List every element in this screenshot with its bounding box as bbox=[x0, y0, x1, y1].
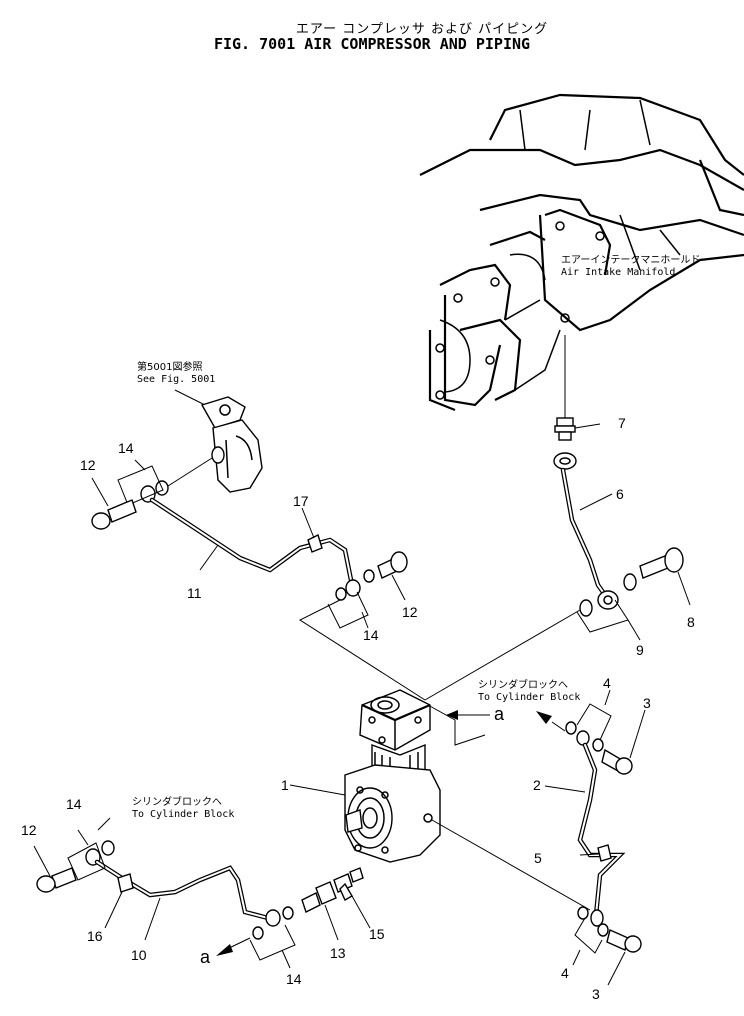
pipe-6 bbox=[553, 452, 619, 610]
cylinder-block-note-left-en: To Cylinder Block bbox=[132, 809, 235, 820]
callout-16: 16 bbox=[87, 928, 103, 944]
callout-14-lower-left: 14 bbox=[66, 796, 82, 812]
cylinder-block-note-right-jp: シリンダブロックへ bbox=[478, 680, 568, 691]
gasket-set-4-lower bbox=[572, 906, 642, 986]
callout-5: 5 bbox=[534, 850, 542, 866]
title-japanese: エアー コンプレッサ および パイピング bbox=[295, 22, 549, 37]
callout-15: 15 bbox=[369, 926, 385, 942]
callout-7: 7 bbox=[618, 415, 626, 431]
banjo-bolt-8 bbox=[623, 547, 691, 606]
air-compressor bbox=[289, 689, 441, 863]
callout-4-lower: 4 bbox=[561, 965, 569, 981]
gasket-set-14-upper bbox=[117, 459, 164, 506]
callout-12-middle: 12 bbox=[402, 604, 418, 620]
callout-13: 13 bbox=[330, 945, 346, 961]
callout-8: 8 bbox=[687, 614, 695, 630]
cylinder-block-note-right: シリンダブロックへ To Cylinder Block bbox=[478, 680, 580, 704]
cylinder-block-note-right-en: To Cylinder Block bbox=[478, 692, 581, 703]
gasket-set-14-lower-middle bbox=[249, 906, 296, 969]
manifold-note: エアーインテークマニホールド Air Intake Manifold bbox=[561, 255, 700, 279]
callout-4-upper: 4 bbox=[603, 675, 611, 691]
gasket-set-9 bbox=[576, 599, 641, 641]
callout-14-upper: 14 bbox=[118, 440, 134, 456]
callout-9: 9 bbox=[636, 642, 644, 658]
manifold-note-jp: エアーインテークマニホールド bbox=[561, 255, 701, 266]
cylinder-block-note-left-jp: シリンダブロックへ bbox=[132, 797, 222, 808]
pipe-11 bbox=[140, 485, 361, 597]
see-fig-note-en: See Fig. 5001 bbox=[137, 374, 216, 385]
figure-title: FIG. 7001 AIR COMPRESSOR AND PIPING bbox=[213, 35, 531, 53]
callout-17: 17 bbox=[293, 493, 309, 509]
callout-3-lower: 3 bbox=[592, 986, 600, 1002]
reference-arrows bbox=[97, 710, 566, 956]
ref-letter-a-right: a bbox=[494, 704, 505, 724]
see-fig-note-jp: 第5001図参照 bbox=[137, 362, 203, 373]
adapter-elbow bbox=[155, 389, 263, 496]
callout-3-upper: 3 bbox=[643, 695, 651, 711]
callout-2: 2 bbox=[533, 777, 541, 793]
see-fig-note: 第5001図参照 See Fig. 5001 bbox=[137, 362, 215, 386]
air-intake-manifold bbox=[419, 93, 744, 412]
callout-11: 11 bbox=[187, 585, 202, 601]
gasket-set-14-middle bbox=[327, 551, 408, 629]
connector-fitting-7 bbox=[554, 417, 601, 441]
pipe-10 bbox=[85, 848, 281, 941]
callout-6: 6 bbox=[616, 486, 624, 502]
manifold-note-en: Air Intake Manifold bbox=[561, 267, 676, 278]
callout-1: 1 bbox=[281, 777, 289, 793]
connector-fitting-15 bbox=[333, 867, 371, 929]
banjo-bolt-12-upper bbox=[91, 477, 137, 530]
callout-10: 10 bbox=[131, 947, 147, 963]
callout-12-lower: 12 bbox=[21, 822, 37, 838]
pipe-2 bbox=[544, 730, 626, 927]
callout-14-middle: 14 bbox=[363, 627, 379, 643]
callout-12-upper: 12 bbox=[80, 457, 96, 473]
gasket-set-4-upper bbox=[565, 689, 646, 775]
connector-fitting-13 bbox=[301, 881, 339, 941]
callout-14-lower-middle: 14 bbox=[286, 971, 302, 987]
gasket-set-14-lower-left bbox=[33, 829, 115, 893]
ref-letter-a-left: a bbox=[200, 947, 211, 967]
cylinder-block-note-left: シリンダブロックへ To Cylinder Block bbox=[132, 797, 234, 821]
